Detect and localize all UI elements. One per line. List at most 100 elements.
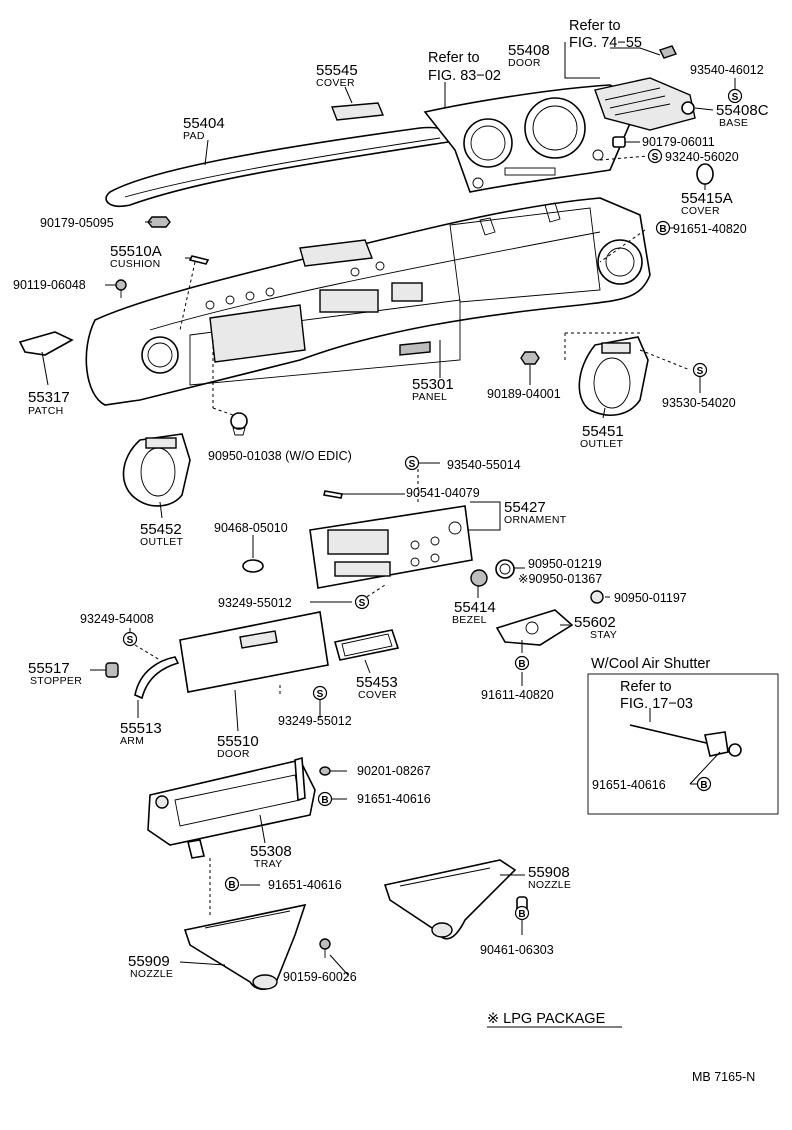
badge-s-93249-54008: S [122, 631, 138, 647]
cool-air-shutter-box [587, 673, 779, 815]
washer-90201-08267-shape [319, 766, 331, 776]
plug-90950-01219-shape [495, 559, 515, 579]
refer-fig74-line1: Refer to [569, 18, 621, 34]
label-90950-01197: 90950-01197 [614, 591, 687, 605]
label-55545-name: COVER [316, 77, 355, 89]
badge-s-93540-46012: S [727, 88, 743, 104]
svg-text:B: B [518, 909, 525, 920]
svg-text:B: B [518, 659, 525, 670]
clip-90189-04001-shape [520, 351, 540, 365]
label-93240-56020: 93240-56020 [665, 150, 739, 164]
badge-b-91651-40616-a: B [696, 776, 712, 792]
label-93540-55014: 93540-55014 [447, 458, 521, 472]
leader-lines [41, 42, 736, 1028]
label-90119-06048: 90119-06048 [13, 278, 86, 292]
bezel-55414-shape [470, 569, 488, 587]
label-55408c-name: BASE [719, 117, 748, 129]
cool-air-shutter-shape [629, 724, 742, 757]
badge-s-93249-55012-a: S [354, 594, 370, 610]
label-55317-name: PATCH [28, 405, 64, 417]
svg-text:S: S [732, 92, 739, 103]
pad-55404-shape [105, 126, 450, 208]
diagram-code: MB 7165-N [692, 1070, 755, 1084]
label-55308-num: 55308 [250, 843, 292, 860]
label-55517-num: 55517 [28, 660, 70, 677]
label-55510a-num: 55510A [110, 243, 162, 260]
nozzle-55909-shape [183, 903, 307, 991]
label-90541-04079: 90541-04079 [406, 486, 480, 500]
label-90468-05010: 90468-05010 [214, 521, 288, 535]
label-93249-54008: 93249-54008 [80, 612, 154, 626]
label-55513-name: ARM [120, 735, 144, 747]
door-55510-shape [179, 611, 329, 693]
badge-s-93530-54020: S [692, 362, 708, 378]
label-90461-06303: 90461-06303 [480, 943, 554, 957]
label-55301-num: 55301 [412, 376, 454, 393]
svg-text:S: S [652, 152, 659, 163]
cool-air-shutter-title: W/Cool Air Shutter [591, 656, 710, 672]
label-90950-01038: 90950-01038 (W/O EDIC) [208, 449, 352, 463]
door-base-55408-shape [594, 45, 696, 131]
tray-55308-shape [147, 756, 316, 859]
ornament-55427-shape [309, 505, 473, 589]
label-55602-name: STAY [590, 629, 617, 641]
clip-90468-05010-shape [242, 559, 264, 573]
nozzle-55908-shape [383, 859, 517, 940]
label-55414-num: 55414 [454, 599, 496, 616]
label-55427-name: ORNAMENT [504, 514, 567, 526]
plug-90950-01038-shape [230, 412, 248, 436]
svg-text:B: B [228, 880, 235, 891]
refer-fig17-line2: FIG. 17−03 [620, 696, 693, 712]
label-55453-name: COVER [358, 689, 397, 701]
label-55453-num: 55453 [356, 674, 398, 691]
refer-fig83-line1: Refer to [428, 50, 480, 66]
label-55513-num: 55513 [120, 720, 162, 737]
label-55602-num: 55602 [574, 614, 616, 631]
cover-55545-shape [331, 102, 385, 121]
badge-b-91651-40820: B [655, 220, 671, 236]
clip-90179-06011-shape [612, 136, 626, 148]
label-55408-num: 55408 [508, 42, 550, 59]
label-55908-name: NOZZLE [528, 879, 571, 891]
label-55408c-num: 55408C [716, 102, 769, 119]
screw-90541-04079-shape [323, 490, 343, 499]
label-55451-name: OUTLET [580, 438, 624, 450]
svg-text:S: S [127, 635, 134, 646]
svg-text:B: B [659, 224, 666, 235]
label-93249-55012-a: 93249-55012 [218, 596, 292, 610]
refer-fig74-line2: FIG. 74−55 [569, 35, 642, 51]
cover-55453-shape [334, 629, 400, 661]
label-91611-40820: 91611-40820 [481, 688, 554, 702]
label-55452-num: 55452 [140, 521, 182, 538]
label-55415a-num: 55415A [681, 190, 733, 207]
stopper-55517-shape [105, 662, 119, 678]
label-55510-name: DOOR [217, 748, 250, 760]
cushion-55510a-shape [188, 255, 210, 265]
label-93540-46012: 93540-46012 [690, 63, 764, 77]
badge-b-91611-40820: B [514, 655, 530, 671]
outlet-55452-shape [122, 433, 191, 507]
label-55301-name: PANEL [412, 391, 447, 403]
patch-55317-shape [18, 331, 74, 356]
label-55545-num: 55545 [316, 62, 358, 79]
label-91651-40820: 91651-40820 [673, 222, 747, 236]
label-90201-08267: 90201-08267 [357, 764, 431, 778]
refer-fig83-line2: FIG. 83−02 [428, 68, 501, 84]
refer-fig17-line1: Refer to [620, 679, 672, 695]
cover-55415a-shape [696, 163, 714, 185]
label-55408-name: DOOR [508, 57, 541, 69]
label-55510-num: 55510 [217, 733, 259, 750]
badge-b-90461-06303: B [514, 905, 530, 921]
label-55909-name: NOZZLE [130, 968, 173, 980]
label-91651-40616-b: 91651-40616 [357, 792, 431, 806]
label-90950-01219: 90950-01219 [528, 557, 602, 571]
label-90179-05095: 90179-05095 [40, 216, 114, 230]
label-55404-num: 55404 [183, 115, 225, 132]
badge-b-91651-40616-c: B [224, 876, 240, 892]
label-91651-40616-a: 91651-40616 [592, 778, 666, 792]
label-93530-54020: 93530-54020 [662, 396, 736, 410]
label-55452-name: OUTLET [140, 536, 184, 548]
label-55451-num: 55451 [582, 423, 624, 440]
svg-text:B: B [700, 780, 707, 791]
label-55909-num: 55909 [128, 953, 170, 970]
